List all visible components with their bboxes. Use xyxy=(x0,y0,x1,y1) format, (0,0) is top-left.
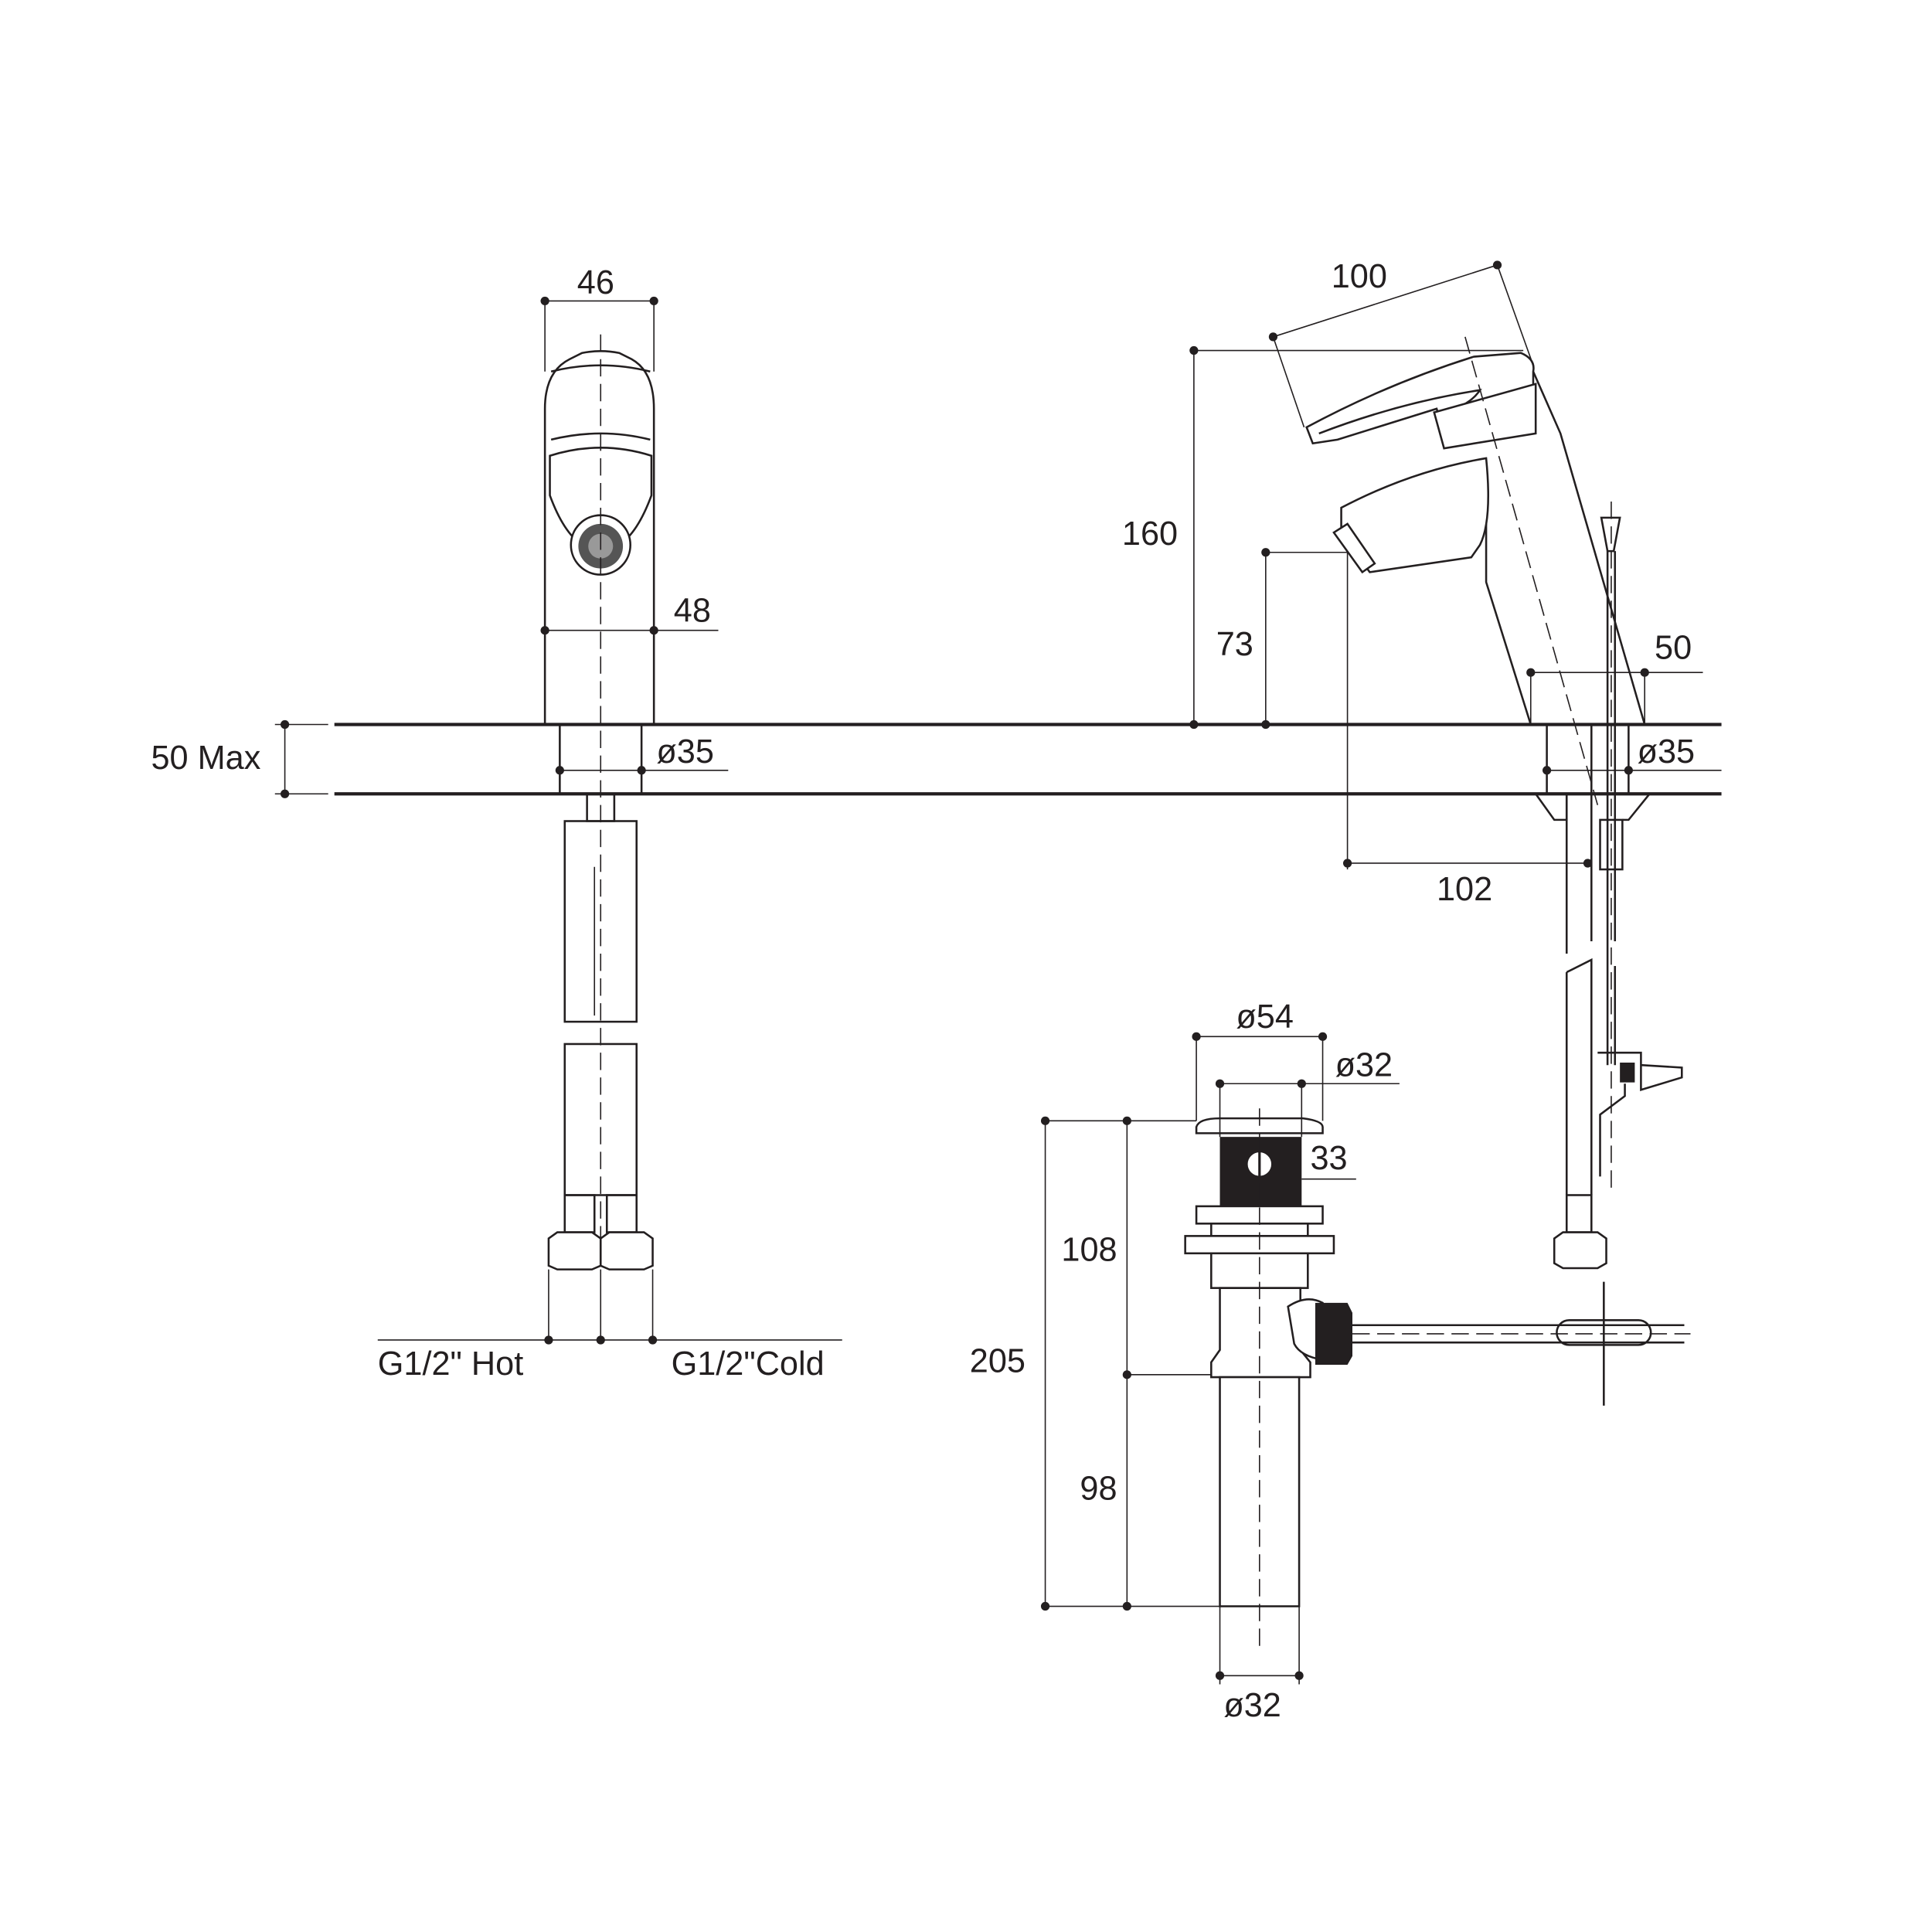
front-view-faucet xyxy=(543,334,655,1344)
waste-tail-dimension: ø32 xyxy=(1215,1606,1304,1724)
spout-height-dimension: 73 xyxy=(1216,548,1348,730)
waste-top-dimension: 33 xyxy=(1301,1140,1356,1180)
base-depth-dimension: 50 xyxy=(1526,630,1703,725)
total-height-dimension: 160 xyxy=(1122,345,1524,730)
lever-length-label: 100 xyxy=(1332,258,1387,295)
waste-flange-dimension: ø54 xyxy=(1192,998,1328,1121)
hole-right-label: ø35 xyxy=(1638,733,1696,770)
waste-lower-label: 98 xyxy=(1080,1471,1117,1508)
side-view-faucet xyxy=(1305,336,1683,1270)
waste-flange-label: ø54 xyxy=(1236,998,1294,1036)
pop-up-waste xyxy=(1184,1108,1691,1648)
hole-left-dimension: ø35 xyxy=(555,733,729,775)
cold-connection-label: G1/2"Cold xyxy=(672,1345,825,1383)
front-width-top-label: 46 xyxy=(577,264,614,301)
waste-tail-label: ø32 xyxy=(1223,1687,1281,1724)
counter-thickness-label: 50 Max xyxy=(151,740,261,777)
waste-height-dimensions: 205 108 98 xyxy=(970,1116,1220,1611)
waste-top-label: 33 xyxy=(1311,1140,1348,1177)
waste-body-dimension: ø32 xyxy=(1215,1047,1400,1138)
base-depth-label: 50 xyxy=(1655,630,1692,667)
countertop xyxy=(334,723,1722,796)
counter-thickness-dimension: 50 Max xyxy=(151,719,328,798)
front-width-top-dimension: 46 xyxy=(540,264,658,372)
spout-reach-dimension: 102 xyxy=(1342,552,1593,908)
connections-dimension: G1/2" Hot G1/2"Cold xyxy=(378,1335,842,1383)
hole-left-label: ø35 xyxy=(656,733,714,770)
waste-upper-label: 108 xyxy=(1061,1231,1117,1268)
front-width-base-dimension: 48 xyxy=(540,592,719,635)
total-height-label: 160 xyxy=(1122,515,1178,553)
front-width-base-label: 48 xyxy=(674,592,711,629)
waste-body-label: ø32 xyxy=(1335,1047,1393,1084)
spout-height-label: 73 xyxy=(1216,626,1253,663)
waste-total-label: 205 xyxy=(970,1343,1026,1380)
lever-length-dimension: 100 xyxy=(1268,258,1534,428)
hot-connection-label: G1/2" Hot xyxy=(378,1345,523,1383)
hole-right-dimension: ø35 xyxy=(1542,733,1722,775)
spout-reach-label: 102 xyxy=(1437,871,1492,908)
